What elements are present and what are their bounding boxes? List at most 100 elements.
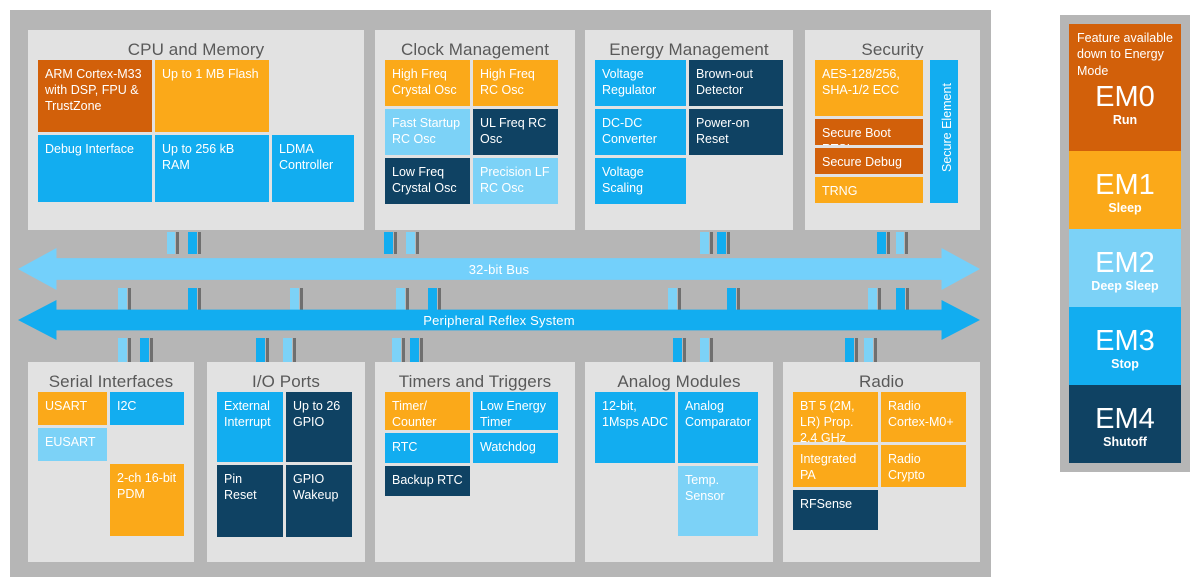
block-secure-element[interactable]: Secure Element — [930, 59, 958, 203]
block-brown-out-detector[interactable]: Brown-out Detector — [689, 59, 783, 106]
block-trng[interactable]: TRNG — [815, 176, 923, 203]
legend-item-em1[interactable]: EM1 Sleep — [1069, 151, 1181, 229]
block-power-on-reset[interactable]: Power-on Reset — [689, 108, 783, 155]
legend-code-em0: EM0 — [1095, 80, 1155, 113]
block-ram[interactable]: Up to 256 kB RAM — [155, 134, 269, 202]
connector-stub — [700, 338, 709, 363]
group-title-security: Security — [861, 40, 924, 59]
connector-stub — [392, 338, 401, 363]
block-timer-counter[interactable]: Timer/ Counter — [385, 391, 470, 430]
connector-stub — [283, 338, 292, 363]
block-backup-rtc[interactable]: Backup RTC — [385, 465, 470, 496]
group-title-io-ports: I/O Ports — [252, 372, 320, 391]
block-usart[interactable]: USART — [38, 391, 107, 425]
block-voltage-regulator[interactable]: Voltage Regulator — [595, 59, 686, 106]
block-low-energy-timer[interactable]: Low Energy Timer — [473, 391, 558, 430]
legend-note: Feature available down to Energy Mode — [1077, 31, 1173, 78]
connector-stub — [410, 338, 419, 363]
block-gpio[interactable]: Up to 26 GPIO — [286, 391, 352, 462]
block-i2c[interactable]: I2C — [110, 391, 184, 425]
block-radio-crypto[interactable]: Radio Crypto — [881, 444, 966, 487]
block-pin-reset[interactable]: Pin Reset — [217, 464, 283, 537]
connector-stub-shadow — [128, 288, 131, 310]
group-clock-management: Clock Management High Freq Crystal Osc H… — [375, 30, 575, 230]
block-ldma-controller[interactable]: LDMA Controller — [272, 134, 354, 202]
group-radio: Radio BT 5 (2M, LR) Prop. 2.4 GHz Radio … — [783, 362, 980, 562]
block-external-interrupt[interactable]: External Interrupt — [217, 391, 283, 462]
legend-sub-em0: Run — [1112, 112, 1138, 127]
group-title-clock-management: Clock Management — [400, 40, 550, 59]
legend-item-em0[interactable]: Feature available down to Energy Mode EM… — [1069, 24, 1181, 151]
connector-stub-shadow — [266, 338, 269, 363]
connector-stub — [188, 232, 197, 254]
bus-prs-label: Peripheral Reflex System — [423, 312, 575, 328]
legend-code-em4: EM4 — [1095, 403, 1155, 435]
block-rtc[interactable]: RTC — [385, 432, 470, 463]
legend-code-em1: EM1 — [1095, 169, 1155, 201]
connector-stub-shadow — [683, 338, 686, 363]
block-flash[interactable]: Up to 1 MB Flash — [155, 59, 269, 132]
block-watchdog[interactable]: Watchdog — [473, 432, 558, 463]
block-rfsense[interactable]: RFSense — [793, 489, 878, 530]
block-high-freq-rc-osc[interactable]: High Freq RC Osc — [473, 59, 558, 106]
connector-stub-shadow — [855, 338, 858, 363]
connector-stub — [256, 338, 265, 363]
block-debug-interface[interactable]: Debug Interface — [38, 134, 152, 202]
legend-item-em4[interactable]: EM4 Shutoff — [1069, 385, 1181, 463]
connector-stub — [896, 232, 904, 254]
block-adc[interactable]: 12-bit, 1Msps ADC — [595, 391, 675, 463]
legend-sub-em2: Deep Sleep — [1091, 279, 1159, 293]
block-eusart[interactable]: EUSART — [38, 427, 107, 461]
connector-stub — [700, 232, 709, 254]
group-io-ports: I/O Ports External Interrupt Up to 26 GP… — [207, 362, 365, 562]
block-secure-debug[interactable]: Secure Debug — [815, 147, 923, 174]
connector-stub — [868, 288, 877, 310]
bus-32-bit: 32-bit Bus — [18, 248, 980, 290]
connector-stub — [290, 288, 299, 310]
connector-stub-shadow — [438, 288, 441, 310]
group-title-cpu-and-memory: CPU and Memory — [127, 40, 265, 59]
group-title-radio: Radio — [859, 372, 904, 391]
connector-stub — [118, 338, 127, 363]
legend-code-em2: EM2 — [1095, 247, 1155, 279]
legend-item-em2[interactable]: EM2 Deep Sleep — [1069, 229, 1181, 307]
block-secure-boot-rtsl[interactable]: Secure Boot RTSL — [815, 118, 923, 145]
block-dc-dc-converter[interactable]: DC-DC Converter — [595, 108, 686, 155]
block-voltage-scaling[interactable]: Voltage Scaling — [595, 157, 686, 204]
group-title-timers-and-triggers: Timers and Triggers — [398, 372, 552, 391]
connector-stub-shadow — [710, 338, 713, 363]
block-arm-cortex-m33[interactable]: ARM Cortex-M33 with DSP, FPU & TrustZone — [38, 59, 152, 132]
connector-stub — [717, 232, 726, 254]
connector-stub-shadow — [150, 338, 153, 363]
group-energy-management: Energy Management Voltage Regulator Brow… — [585, 30, 793, 230]
block-high-freq-crystal-osc[interactable]: High Freq Crystal Osc — [385, 59, 470, 106]
block-integrated-pa[interactable]: Integrated PA — [793, 444, 878, 487]
block-bt5[interactable]: BT 5 (2M, LR) Prop. 2.4 GHz — [793, 391, 878, 442]
block-aes-sha-ecc[interactable]: AES-128/256, SHA-1/2 ECC — [815, 59, 923, 116]
block-pdm[interactable]: 2-ch 16-bit PDM — [110, 463, 184, 536]
connector-stub — [118, 288, 127, 310]
block-low-freq-crystal-osc[interactable]: Low Freq Crystal Osc — [385, 157, 470, 204]
block-precision-lf-rc-osc[interactable]: Precision LF RC Osc — [473, 157, 558, 204]
group-serial-interfaces: Serial Interfaces USART I2C EUSART 2-ch … — [28, 362, 194, 562]
connector-stub-shadow — [710, 232, 713, 254]
bus-peripheral-reflex-system: Peripheral Reflex System — [18, 300, 980, 340]
group-security: Security AES-128/256, SHA-1/2 ECC Secure… — [805, 30, 980, 230]
block-temp-sensor[interactable]: Temp. Sensor — [678, 465, 758, 536]
block-radio-cortex-m0[interactable]: Radio Cortex-M0+ — [881, 391, 966, 442]
group-timers-and-triggers: Timers and Triggers Timer/ Counter Low E… — [375, 362, 575, 562]
connector-stub-shadow — [420, 338, 423, 363]
connector-stub-shadow — [198, 288, 201, 310]
connector-stub — [167, 232, 175, 254]
connector-stub-shadow — [406, 288, 409, 310]
connector-stub-shadow — [293, 338, 296, 363]
block-analog-comparator[interactable]: Analog Comparator — [678, 391, 758, 463]
connector-stub — [428, 288, 437, 310]
connector-stub — [396, 288, 405, 310]
connector-stub — [727, 288, 736, 310]
block-gpio-wakeup[interactable]: GPIO Wakeup — [286, 464, 352, 537]
block-ul-freq-rc-osc[interactable]: UL Freq RC Osc — [473, 108, 558, 155]
legend-item-em3[interactable]: EM3 Stop — [1069, 307, 1181, 385]
block-fast-startup-rc-osc[interactable]: Fast Startup RC Osc — [385, 108, 470, 155]
connector-stub — [845, 338, 854, 363]
